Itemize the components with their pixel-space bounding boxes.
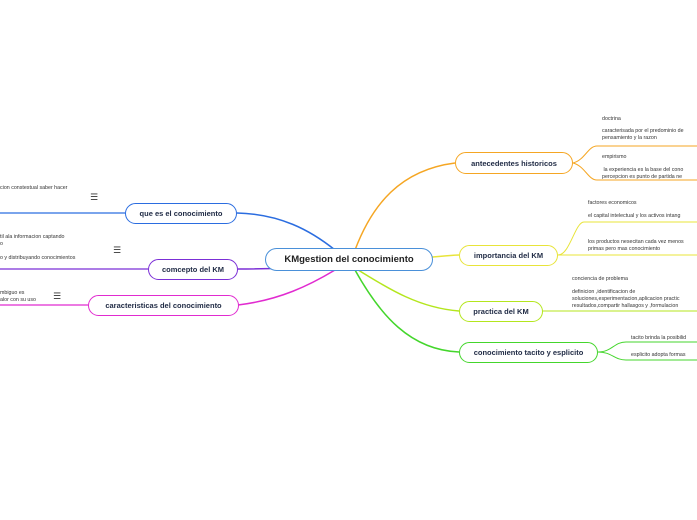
- leaf-capital-intelectual[interactable]: el capital intelectual y los activos int…: [588, 213, 681, 219]
- connector-leaf-tacito: [597, 341, 697, 353]
- connector-que-es: [236, 212, 336, 251]
- branch-importancia-del-km[interactable]: importancia del KM: [459, 245, 558, 266]
- connector-leaf-empirismo: [572, 162, 697, 181]
- connector-leaf-doctrina: [572, 145, 697, 164]
- connector-leaf-explicito: [597, 351, 697, 361]
- leaf-conciencia-de-problema[interactable]: conciencia de problema: [572, 276, 628, 282]
- leaf-que-es-el-conocimiento[interactable]: cion constestual saber hacer: [0, 185, 68, 191]
- branch-caracteristicas-del-conocimiento[interactable]: caracteristicas del conocimiento: [88, 295, 239, 316]
- leaf-caracteristicas-del-conocimiento[interactable]: mbiguo es alor con su uso: [0, 290, 36, 303]
- notes-icon[interactable]: ☰: [113, 245, 122, 255]
- connector-antecedentes: [354, 162, 456, 251]
- connector-leaf-factores: [557, 221, 697, 256]
- leaf-explicito[interactable]: esplicito adopta formas: [631, 352, 686, 358]
- connector-practica: [354, 267, 460, 312]
- leaf-experiencia[interactable]: la experiencia es la base del cono perce…: [602, 167, 684, 180]
- leaf-productos[interactable]: los productos nesecitan cada vez menos p…: [588, 239, 684, 252]
- leaf-tacito[interactable]: tacito brinda la posibilid: [631, 335, 687, 341]
- root-node[interactable]: KMgestion del conocimiento: [265, 248, 433, 271]
- branch-antecedentes-historicos[interactable]: antecedentes historicos: [455, 152, 573, 174]
- leaf-caracterisada[interactable]: caracterisada por el predominio de pensa…: [602, 128, 684, 141]
- leaf-factores-economicos[interactable]: factores economicos: [588, 200, 637, 206]
- notes-icon[interactable]: ☰: [53, 291, 62, 301]
- branch-conocimiento-tacito-y-esplicito[interactable]: conocimiento tacito y esplicito: [459, 342, 598, 363]
- leaf-definicion[interactable]: definicion ,identificacion de soluciones…: [572, 289, 680, 309]
- connector-caracteristicas: [237, 269, 336, 306]
- branch-que-es-el-conocimiento[interactable]: que es el conocimiento: [125, 203, 237, 224]
- notes-icon[interactable]: ☰: [90, 192, 99, 202]
- connector-tacito: [354, 269, 460, 353]
- branch-practica-del-km[interactable]: practica del KM: [459, 301, 543, 322]
- leaf-comcepto-del-km[interactable]: til ala informacion captando o o y distr…: [0, 234, 76, 261]
- leaf-empirismo[interactable]: empirismo: [602, 154, 627, 160]
- leaf-doctrina[interactable]: doctrina: [602, 116, 621, 122]
- branch-comcepto-del-km[interactable]: comcepto del KM: [148, 259, 238, 280]
